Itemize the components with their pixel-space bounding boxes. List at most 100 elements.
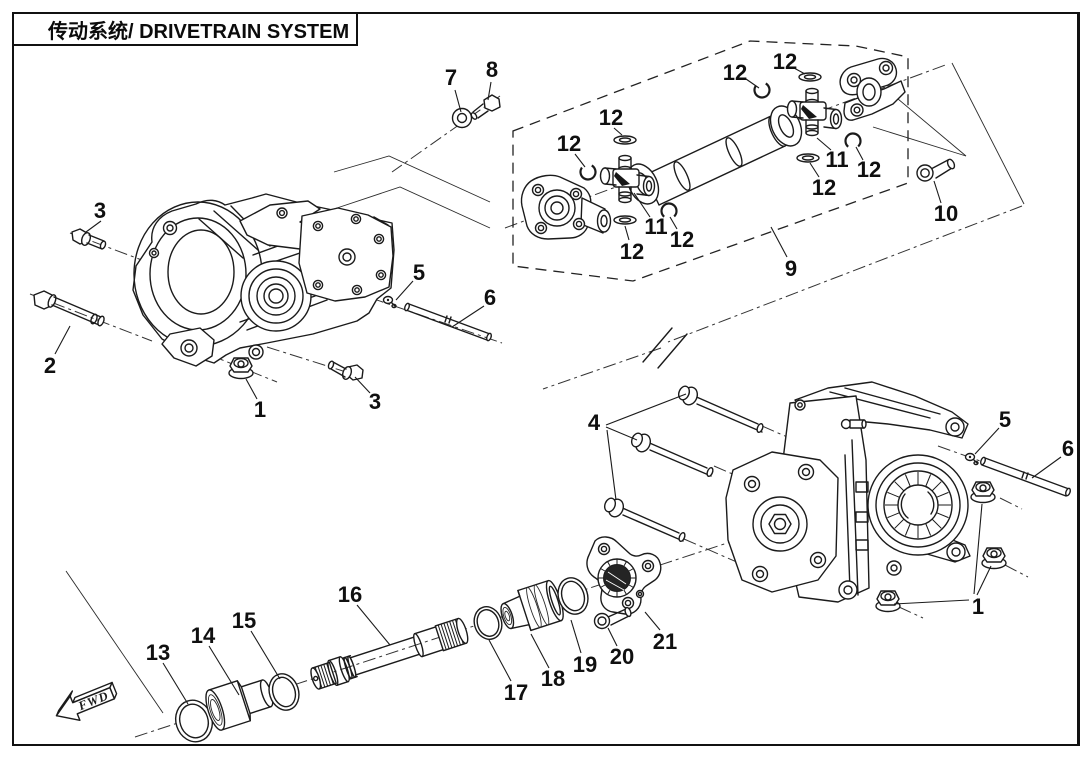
callout-leader bbox=[809, 162, 820, 178]
shaft-16 bbox=[310, 617, 469, 690]
callout-18: 18 bbox=[541, 666, 565, 691]
washer-7 bbox=[451, 107, 473, 129]
stud-6-left bbox=[404, 302, 492, 342]
callout-leader bbox=[487, 81, 492, 101]
rear-gearbox-fasteners bbox=[603, 385, 1071, 613]
callout-16: 16 bbox=[338, 582, 362, 607]
callout-2: 2 bbox=[44, 353, 56, 378]
nut-1-right-a bbox=[970, 481, 996, 504]
rear-breather bbox=[840, 418, 867, 430]
circlip-12 bbox=[660, 202, 678, 220]
callout-12: 12 bbox=[812, 175, 836, 200]
front-gearbox-fasteners bbox=[33, 228, 492, 381]
callout-21: 21 bbox=[653, 629, 677, 654]
callout-leader bbox=[530, 633, 550, 669]
bolt-10 bbox=[916, 158, 956, 182]
callout-leader bbox=[973, 503, 983, 595]
nut-1-right-c bbox=[875, 590, 901, 613]
callout-10: 10 bbox=[934, 201, 958, 226]
front-gearbox-drawing bbox=[132, 193, 395, 367]
callout-leader bbox=[356, 604, 391, 646]
callout-1: 1 bbox=[972, 594, 984, 619]
callout-leader bbox=[250, 630, 281, 680]
callout-11: 11 bbox=[644, 214, 667, 239]
callout-20: 20 bbox=[610, 644, 634, 669]
vent-5-right bbox=[964, 452, 979, 466]
callout-leader bbox=[644, 611, 661, 631]
circlip-12 bbox=[753, 81, 771, 99]
bolt-3-lower bbox=[327, 360, 364, 381]
callout-9: 9 bbox=[785, 256, 797, 281]
callout-leader bbox=[454, 89, 462, 113]
long-bolt-4b bbox=[630, 432, 714, 477]
universal-joint-right bbox=[753, 72, 862, 163]
bolt-2 bbox=[33, 290, 105, 327]
callout-leader bbox=[208, 645, 240, 696]
callout-1: 1 bbox=[254, 397, 266, 422]
washer-12 bbox=[613, 215, 637, 225]
callout-12: 12 bbox=[599, 105, 623, 130]
callout-leader bbox=[976, 565, 992, 596]
callout-leader bbox=[793, 67, 806, 75]
callout-leader bbox=[770, 226, 788, 258]
callout-leader bbox=[354, 376, 371, 394]
callout-leader bbox=[395, 280, 414, 301]
callout-leader bbox=[816, 137, 832, 151]
callout-6: 6 bbox=[484, 285, 496, 310]
bolt-20 bbox=[593, 606, 632, 630]
callout-5: 5 bbox=[413, 260, 425, 285]
callout-8: 8 bbox=[486, 57, 498, 82]
propeller-shaft-drawing bbox=[451, 57, 956, 240]
callout-leader bbox=[451, 305, 485, 328]
callout-leader bbox=[1031, 456, 1062, 479]
callout-7: 7 bbox=[445, 65, 457, 90]
callout-12: 12 bbox=[557, 131, 581, 156]
companion-flange-left bbox=[520, 174, 612, 240]
callout-12: 12 bbox=[857, 157, 881, 182]
callout-leader bbox=[745, 78, 760, 89]
callout-leader bbox=[574, 153, 586, 168]
bolt-8 bbox=[470, 94, 501, 120]
page-border bbox=[12, 12, 1080, 746]
callout-19: 19 bbox=[573, 652, 597, 677]
callout-leader bbox=[54, 325, 71, 355]
callout-leader bbox=[974, 427, 1000, 455]
vent-5-left bbox=[382, 295, 397, 309]
callout-leader bbox=[933, 180, 942, 204]
callout-leader bbox=[624, 225, 630, 241]
circlip-12 bbox=[844, 132, 862, 150]
circlip-12 bbox=[579, 163, 597, 181]
callout-15: 15 bbox=[232, 608, 256, 633]
propshaft-group-outline bbox=[512, 40, 909, 282]
bolt-3-upper bbox=[71, 228, 107, 250]
rear-gearbox-drawing bbox=[725, 381, 971, 603]
callout-13: 13 bbox=[146, 640, 170, 665]
callout-leader bbox=[607, 627, 618, 647]
callout-leader bbox=[855, 146, 864, 161]
long-bolt-4c bbox=[603, 497, 686, 542]
callout-leader bbox=[605, 426, 638, 441]
nut-1-right-b bbox=[981, 547, 1007, 570]
callout-3: 3 bbox=[94, 198, 106, 223]
long-bolt-4a bbox=[677, 385, 764, 433]
callout-4: 4 bbox=[588, 410, 601, 435]
callout-leader bbox=[606, 429, 617, 501]
washer-12 bbox=[796, 153, 820, 163]
callout-17: 17 bbox=[504, 680, 528, 705]
callout-12: 12 bbox=[723, 60, 747, 85]
callout-leader bbox=[245, 378, 258, 400]
callout-leader bbox=[570, 619, 582, 654]
callout-leader bbox=[613, 127, 623, 136]
universal-joint-left bbox=[579, 135, 678, 225]
callout-leader bbox=[633, 192, 651, 218]
flange-yoke-right bbox=[839, 57, 906, 121]
sleeve-18 bbox=[500, 579, 564, 632]
washer-12 bbox=[613, 135, 637, 145]
callout-leader bbox=[605, 393, 687, 426]
callout-11: 11 bbox=[825, 147, 848, 172]
flange-21 bbox=[586, 536, 662, 615]
callout-6: 6 bbox=[1062, 436, 1074, 461]
